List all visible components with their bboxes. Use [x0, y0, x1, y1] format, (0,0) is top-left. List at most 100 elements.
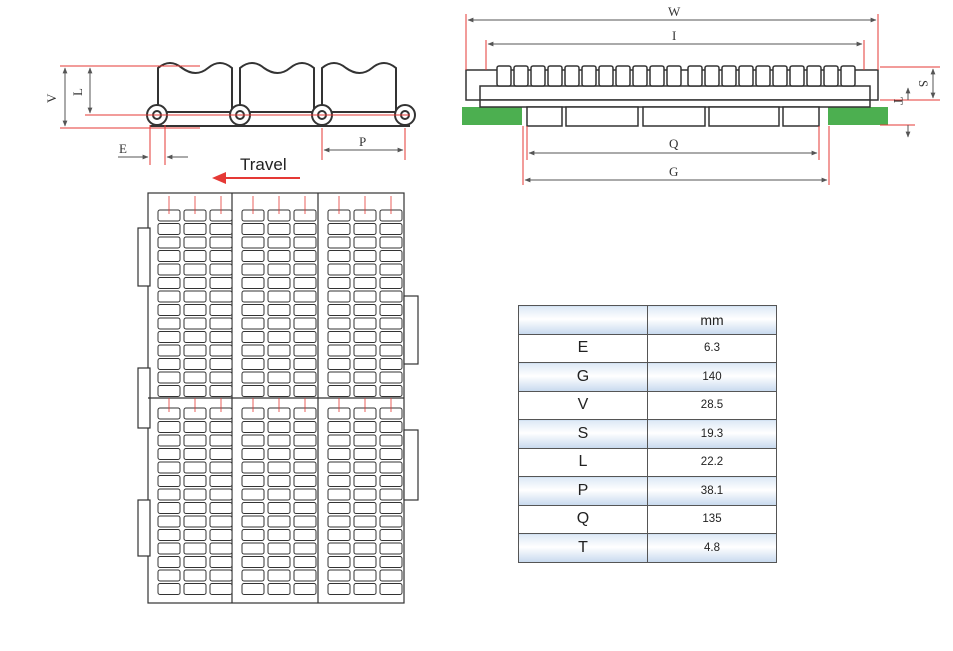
belt-module-cell: [267, 542, 291, 555]
belt-module-cell: [183, 371, 207, 384]
belt-module-cell: [293, 277, 317, 289]
spec-row-name: Q: [518, 504, 648, 534]
belt-module-cell: [157, 277, 181, 289]
dim-label-t: T: [891, 97, 906, 105]
belt-module-cell: [327, 529, 351, 541]
belt-module-cell: [183, 344, 207, 357]
belt-module-cell: [183, 434, 207, 447]
belt-module-cell: [353, 569, 377, 582]
belt-module-cell: [209, 371, 233, 384]
belt-module-cell: [379, 250, 403, 262]
spec-row-name: T: [518, 533, 648, 563]
belt-module-cell: [157, 488, 181, 501]
belt-module-cell: [267, 448, 291, 460]
belt-module-cell: [209, 385, 233, 397]
spec-row-value: 28.5: [647, 390, 777, 420]
belt-module-cell: [241, 461, 265, 474]
belt-module-cell: [183, 515, 207, 528]
belt-module-cell: [327, 515, 351, 528]
belt-module-cell: [209, 448, 233, 460]
belt-module-cell: [353, 515, 377, 528]
belt-module-cell: [379, 515, 403, 528]
belt-module-cell: [209, 502, 233, 514]
belt-module-cell: [353, 434, 377, 447]
belt-module-cell: [379, 385, 403, 397]
belt-module-cell: [327, 223, 351, 235]
belt-module-grid: [157, 209, 403, 595]
spec-row-name: E: [518, 333, 648, 363]
belt-module-cell: [157, 371, 181, 384]
belt-module-cell: [267, 583, 291, 595]
belt-module-cell: [157, 304, 181, 316]
belt-module-cell: [379, 290, 403, 303]
belt-module-cell: [379, 488, 403, 501]
belt-module-cell: [353, 236, 377, 249]
belt-module-cell: [209, 475, 233, 487]
belt-module-cell: [353, 263, 377, 276]
chain-links: [157, 62, 397, 113]
side-view-red-lines: [60, 65, 410, 165]
belt-module-cell: [327, 290, 351, 303]
belt-module-cell: [293, 331, 317, 343]
belt-module-cell: [157, 434, 181, 447]
dim-label-p: P: [359, 134, 366, 149]
belt-module-cell: [209, 358, 233, 370]
belt-module-cell: [327, 569, 351, 582]
belt-module-cell: [379, 331, 403, 343]
belt-module-cell: [183, 569, 207, 582]
belt-module-cell: [267, 223, 291, 235]
belt-module-cell: [267, 421, 291, 433]
travel-label: Travel: [240, 155, 287, 174]
belt-module-cell: [379, 236, 403, 249]
belt-module-cell: [183, 529, 207, 541]
right-support: [828, 107, 888, 125]
belt-module-cell: [293, 371, 317, 384]
belt-module-cell: [353, 317, 377, 330]
spec-row-value: 6.3: [647, 333, 777, 363]
dim-label-i: I: [672, 28, 676, 43]
belt-module-cell: [293, 529, 317, 541]
belt-module-cell: [241, 304, 265, 316]
dim-label-q: Q: [669, 136, 679, 151]
belt-module-cell: [379, 358, 403, 370]
belt-module-cell: [327, 461, 351, 474]
belt-module-cell: [241, 263, 265, 276]
dim-label-e: E: [119, 141, 127, 156]
belt-module-cell: [209, 250, 233, 262]
spec-row-value: 135: [647, 504, 777, 534]
belt-module-cell: [183, 385, 207, 397]
belt-module-cell: [183, 475, 207, 487]
belt-module-cell: [353, 448, 377, 460]
belt-module-cell: [241, 542, 265, 555]
spec-row-value: 22.2: [647, 447, 777, 477]
belt-module-cell: [241, 583, 265, 595]
belt-module-cell: [157, 529, 181, 541]
spec-table: mm E 6.3 G 140 V 28.5 S 19.3 L 22.2 P 38…: [518, 305, 777, 563]
belt-module-cell: [293, 488, 317, 501]
belt-module-cell: [267, 277, 291, 289]
belt-module-cell: [209, 488, 233, 501]
belt-module-cell: [293, 236, 317, 249]
belt-module-cell: [327, 475, 351, 487]
belt-module-cell: [327, 434, 351, 447]
belt-module-cell: [183, 583, 207, 595]
spec-row-g: G 140: [518, 362, 777, 392]
belt-module-cell: [267, 317, 291, 330]
belt-module-cell: [379, 421, 403, 433]
belt-module-cell: [183, 488, 207, 501]
belt-module-cell: [267, 236, 291, 249]
belt-module-cell: [241, 529, 265, 541]
spec-row-name: L: [518, 447, 648, 477]
belt-module-cell: [157, 250, 181, 262]
spec-row-p: P 38.1: [518, 476, 777, 506]
belt-module-cell: [293, 542, 317, 555]
belt-module-cell: [241, 421, 265, 433]
spec-row-e: E 6.3: [518, 333, 777, 363]
belt-module-cell: [267, 556, 291, 568]
spec-row-s: S 19.3: [518, 419, 777, 449]
belt-module-cell: [241, 277, 265, 289]
belt-module-cell: [379, 461, 403, 474]
belt-module-cell: [379, 502, 403, 514]
belt-module-cell: [327, 421, 351, 433]
